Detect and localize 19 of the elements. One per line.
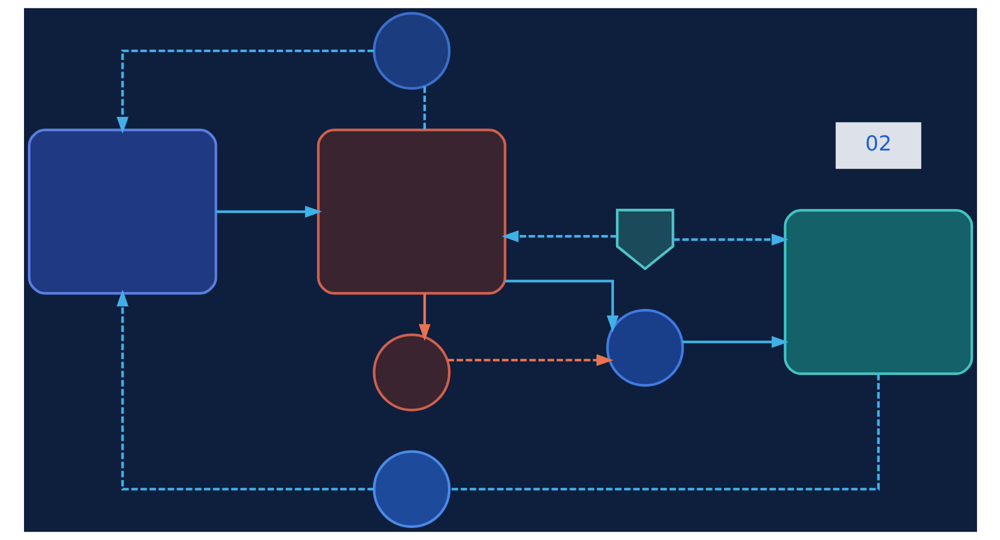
arrow [418, 293, 430, 342]
arrow [216, 206, 322, 218]
arrow [501, 230, 616, 242]
arrow [116, 289, 374, 490]
node-box [316, 128, 506, 295]
node-box [27, 128, 217, 295]
node-circle [372, 334, 450, 412]
connector [422, 86, 426, 130]
node-shield [615, 208, 674, 270]
arrow [682, 336, 788, 348]
arrow [672, 234, 788, 246]
node-box [783, 209, 973, 376]
connector [449, 374, 880, 490]
arrow [504, 280, 618, 332]
arrow [116, 50, 374, 134]
arrow [447, 354, 613, 366]
node-circle [372, 12, 450, 90]
label: 02 [864, 131, 892, 156]
node-circle [372, 450, 450, 528]
